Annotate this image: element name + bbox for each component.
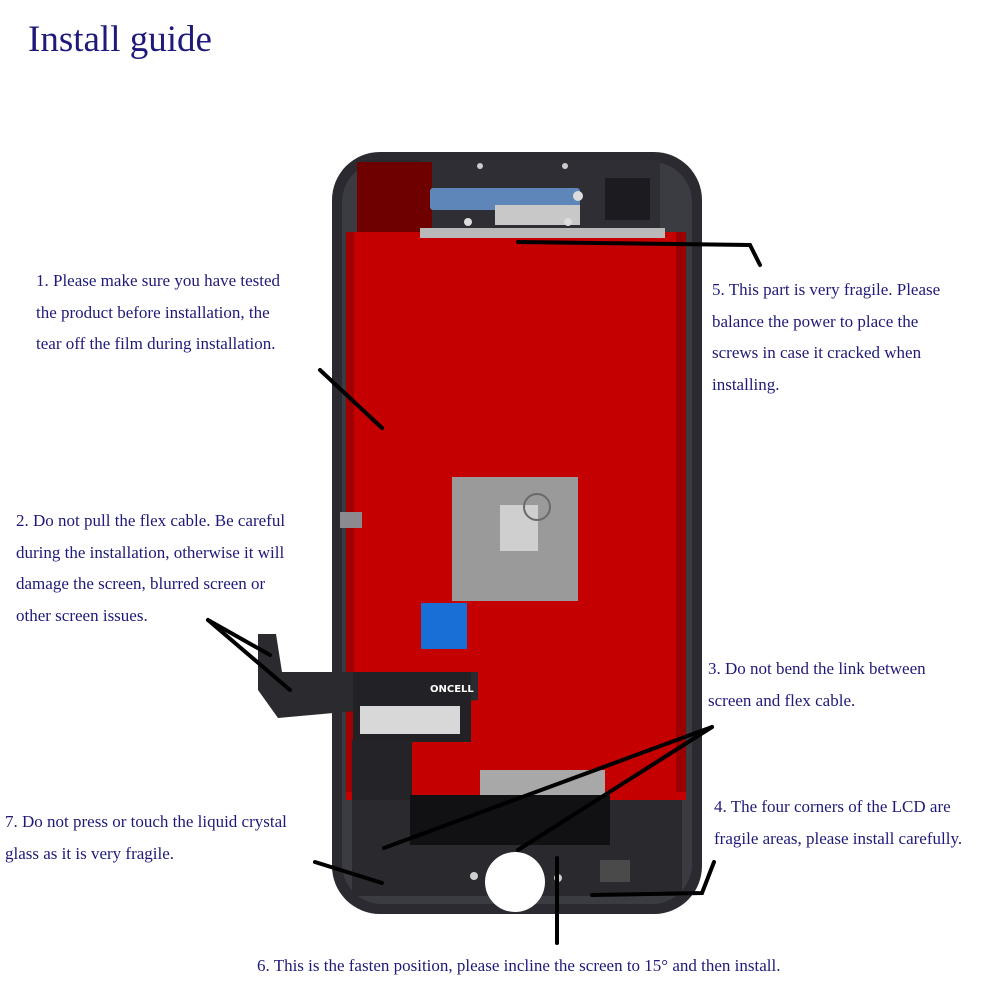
note-5: 5. This part is very fragile. Please bal…	[712, 280, 941, 394]
dark-red-corner	[357, 162, 432, 232]
pointer-2b	[206, 618, 292, 692]
pointer-5	[516, 240, 762, 267]
bottom-screw-left	[470, 872, 478, 880]
note-2: 2. Do not pull the flex cable. Be carefu…	[16, 511, 286, 625]
pointer-2a	[206, 618, 272, 657]
pointer-1	[318, 368, 384, 430]
top-metal-plate	[495, 205, 580, 225]
note-7: 7. Do not press or touch the liquid crys…	[5, 812, 287, 863]
qr-code	[500, 505, 538, 551]
shield-stamp	[523, 493, 551, 521]
top-blue-bracket	[430, 188, 580, 210]
blue-connector	[421, 603, 467, 649]
pointer-lines	[206, 240, 762, 945]
screw-5	[562, 163, 568, 169]
flex-chip	[360, 706, 460, 734]
camera-bracket	[605, 178, 650, 220]
note-3: 3. Do not bend the link between screen a…	[708, 659, 926, 710]
screw-4	[477, 163, 483, 169]
red-film-edge-right	[676, 232, 686, 792]
pointer-4	[590, 860, 716, 897]
home-button-hole	[485, 852, 545, 912]
screw-2	[564, 218, 572, 226]
pointer-7	[313, 860, 384, 885]
screw-1	[464, 218, 472, 226]
bottom-right-component	[600, 860, 630, 882]
page-title: Install guide	[28, 19, 212, 60]
top-metal-strip	[420, 228, 665, 238]
note-6: 6. This is the fasten position, please i…	[257, 956, 781, 975]
side-tab	[340, 512, 362, 528]
note-1: 1. Please make sure you have tested the …	[36, 271, 281, 353]
screw-3	[573, 191, 583, 201]
note-4: 4. The four corners of the LCD are fragi…	[714, 797, 963, 848]
flex-label: ONCELL	[430, 684, 474, 695]
pointer-3a	[382, 725, 714, 850]
pointer-3b	[516, 725, 714, 852]
